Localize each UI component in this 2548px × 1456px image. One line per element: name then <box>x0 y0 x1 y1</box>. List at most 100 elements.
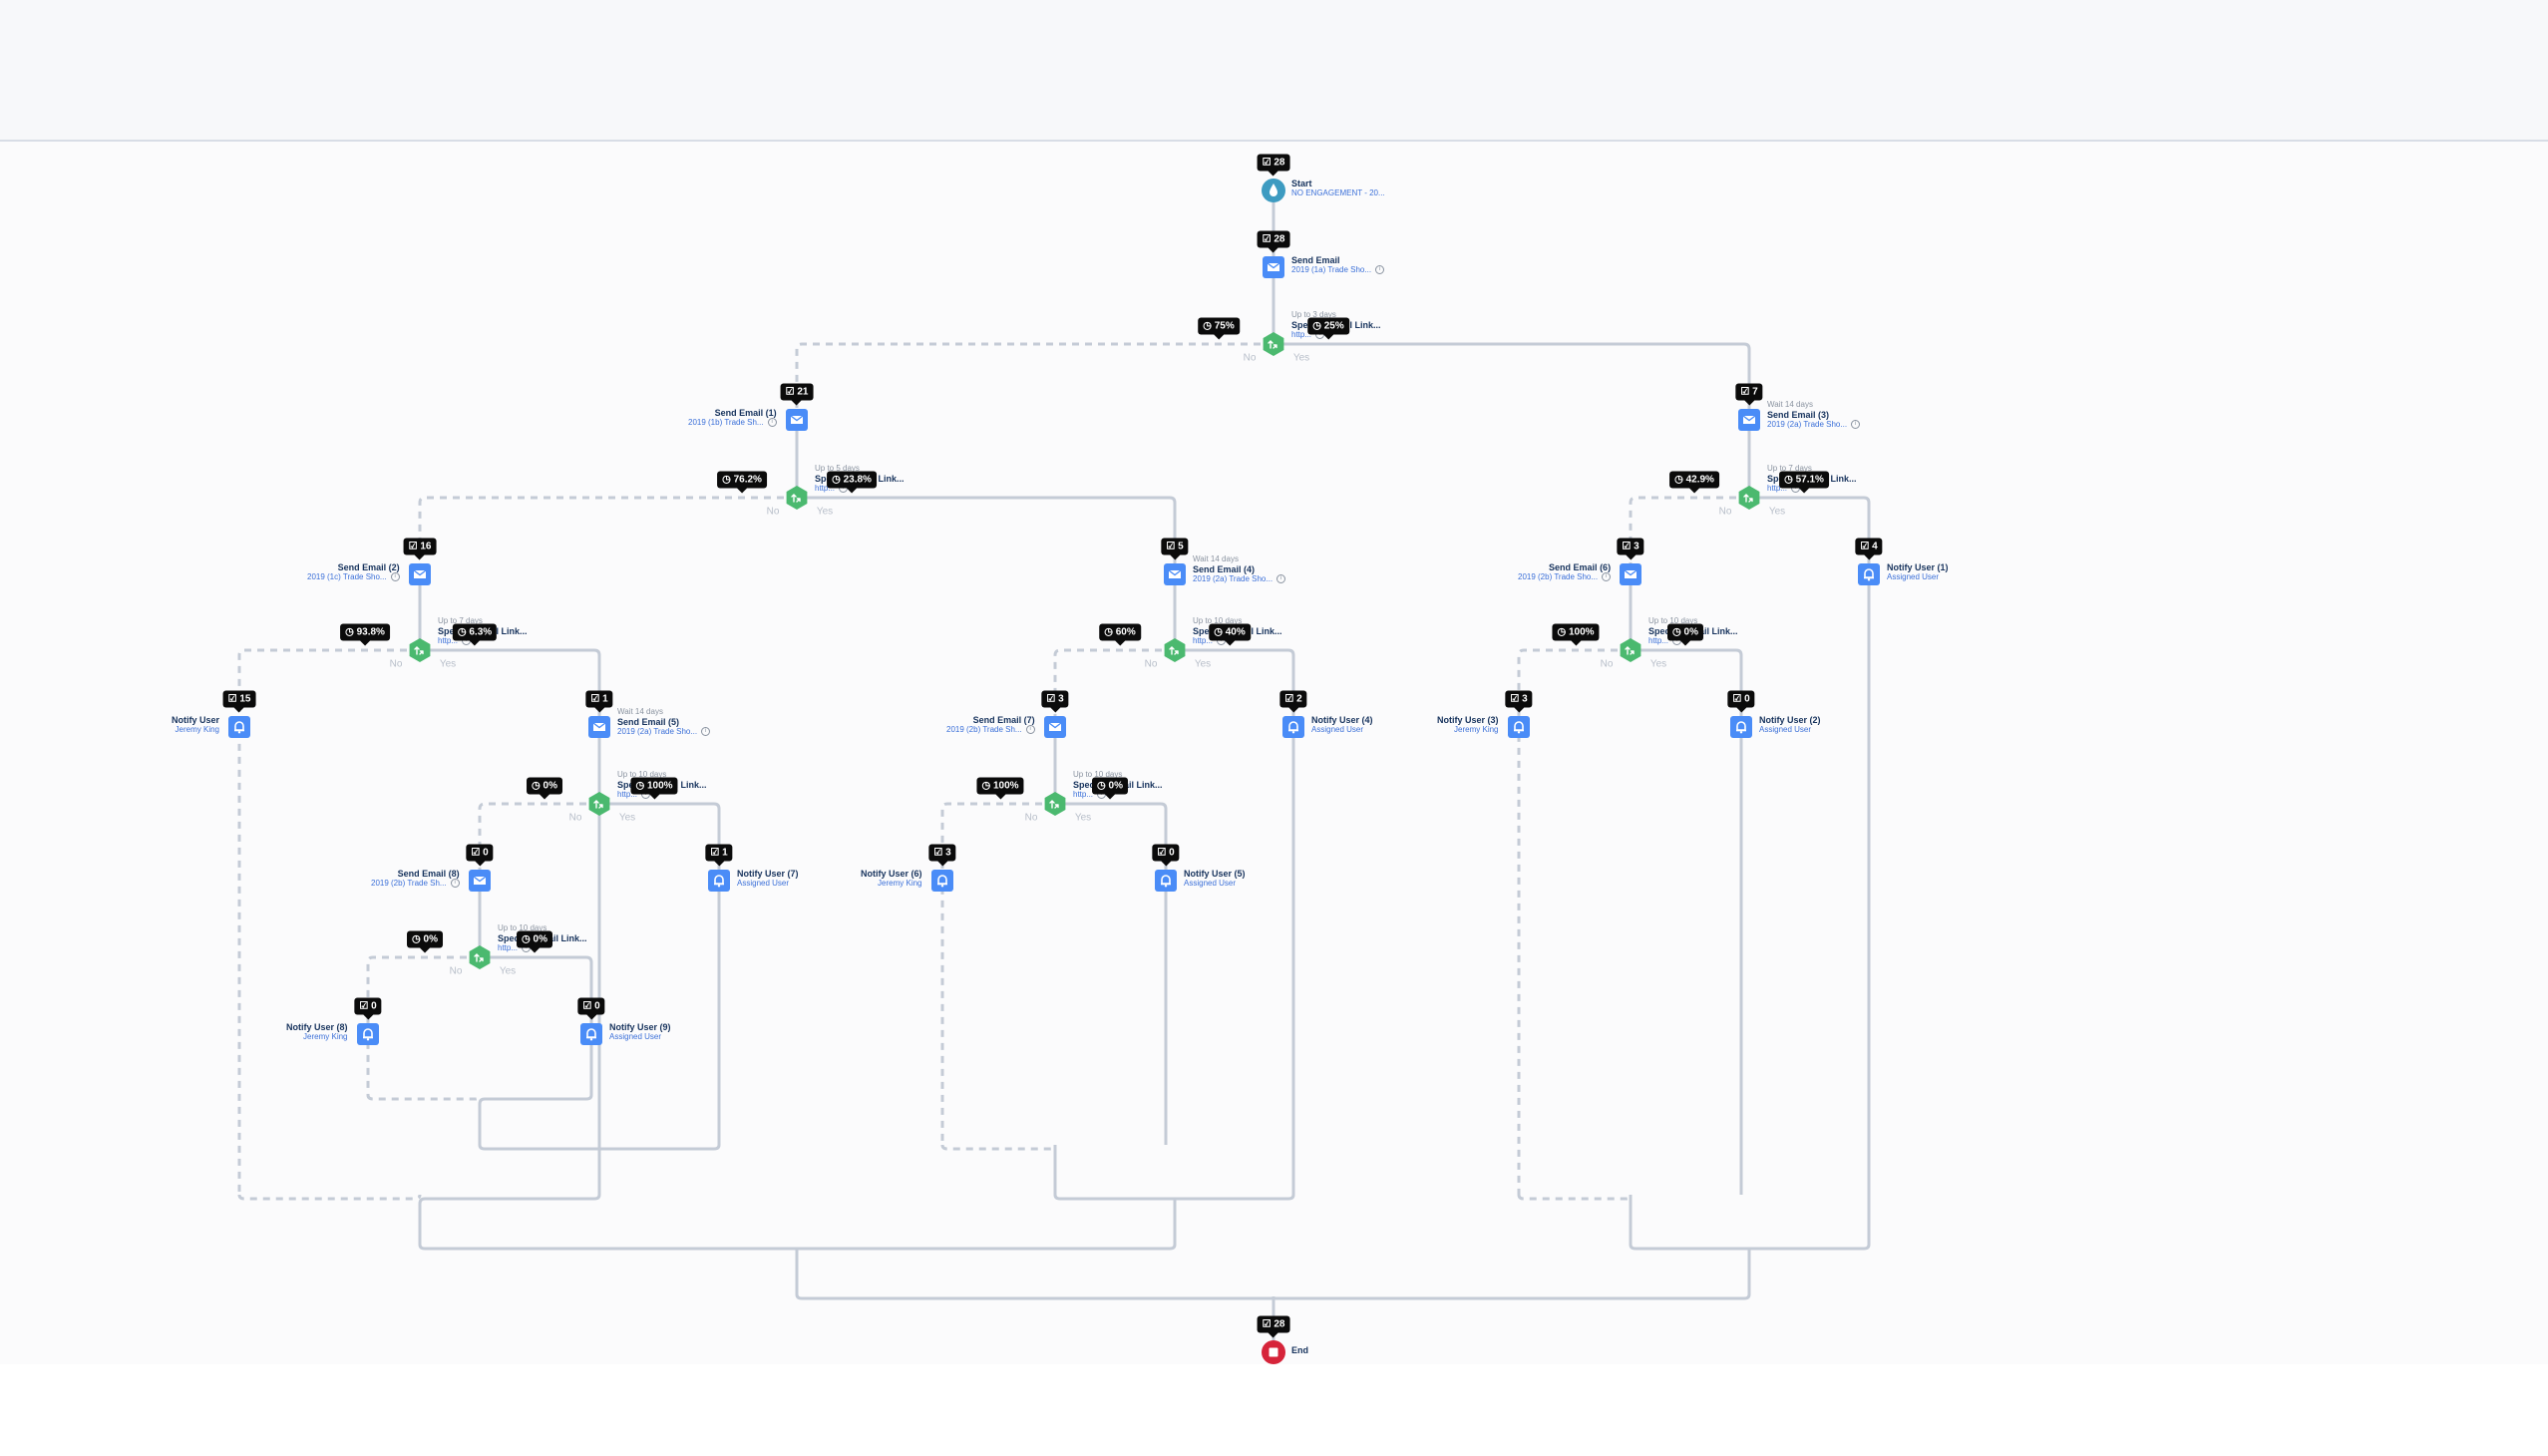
start-icon[interactable] <box>1261 178 1286 203</box>
info-icon[interactable]: i <box>1375 265 1385 275</box>
info-icon[interactable]: i <box>1851 420 1861 430</box>
email-icon[interactable] <box>407 561 433 587</box>
percent-badge[interactable]: ◷ 75% <box>1198 317 1240 340</box>
count-badge[interactable]: ☑ 28 <box>1257 230 1290 253</box>
percent-badge[interactable]: ◷ 100% <box>976 777 1024 800</box>
bell-icon[interactable] <box>1728 714 1754 740</box>
rule-split-icon[interactable] <box>586 791 612 817</box>
node-subtitle: 2019 (2b) Trade Sho...i <box>1518 572 1612 582</box>
badge-value: 23.8% <box>843 474 872 486</box>
rule-split-icon[interactable] <box>467 944 493 970</box>
people-count-icon: ☑ <box>1510 693 1523 705</box>
percent-badge[interactable]: ◷ 6.3% <box>452 623 498 646</box>
email-icon[interactable] <box>586 714 612 740</box>
badge-value: 3 <box>945 847 951 859</box>
percent-badge[interactable]: ◷ 100% <box>630 777 678 800</box>
wait-text: Wait 14 days <box>1767 400 1813 409</box>
no-label: No <box>766 506 780 518</box>
bell-icon[interactable] <box>578 1021 604 1047</box>
email-icon[interactable] <box>1042 714 1068 740</box>
clock-icon: ◷ <box>981 780 993 792</box>
count-badge[interactable]: ☑ 0 <box>1152 844 1180 867</box>
info-icon[interactable]: i <box>701 727 711 737</box>
info-icon[interactable]: i <box>1276 574 1286 584</box>
rule-split-icon[interactable] <box>1736 485 1762 511</box>
percent-badge[interactable]: ◷ 0% <box>407 930 443 953</box>
bell-icon[interactable] <box>1856 561 1882 587</box>
rule-split-icon[interactable] <box>1261 331 1286 357</box>
node-title: Notify User (6) <box>861 869 922 879</box>
badge-value: 3 <box>1634 541 1639 552</box>
badge-value: 1 <box>722 847 728 859</box>
count-badge[interactable]: ☑ 0 <box>1727 690 1755 713</box>
bell-icon[interactable] <box>355 1021 381 1047</box>
rule-split-icon[interactable] <box>1162 637 1188 663</box>
bell-icon[interactable] <box>226 714 252 740</box>
info-icon[interactable]: i <box>1602 572 1612 582</box>
percent-badge[interactable]: ◷ 93.8% <box>340 623 390 646</box>
bell-icon[interactable] <box>929 868 955 894</box>
count-badge[interactable]: ☑ 3 <box>1617 538 1644 560</box>
count-badge[interactable]: ☑ 0 <box>354 997 382 1020</box>
count-badge[interactable]: ☑ 3 <box>928 844 956 867</box>
count-badge[interactable]: ☑ 7 <box>1735 383 1763 406</box>
wait-text: Up to 7 days <box>1767 464 1812 473</box>
node-label: End <box>1291 1345 1308 1355</box>
percent-badge[interactable]: ◷ 0% <box>527 777 562 800</box>
count-badge[interactable]: ☑ 0 <box>577 997 605 1020</box>
badge-value: 60% <box>1115 626 1136 638</box>
info-icon[interactable]: i <box>450 879 460 889</box>
count-badge[interactable]: ☑ 3 <box>1041 690 1069 713</box>
percent-badge[interactable]: ◷ 0% <box>1092 777 1128 800</box>
email-icon[interactable] <box>784 407 810 433</box>
info-icon[interactable]: i <box>1025 725 1035 735</box>
percent-badge[interactable]: ◷ 23.8% <box>827 471 877 494</box>
count-badge[interactable]: ☑ 1 <box>585 690 613 713</box>
bell-icon[interactable] <box>1153 868 1179 894</box>
connector <box>1749 496 1871 1245</box>
percent-badge[interactable]: ◷ 42.9% <box>1669 471 1719 494</box>
header-band <box>0 0 2548 142</box>
count-badge[interactable]: ☑ 1 <box>705 844 733 867</box>
email-icon[interactable] <box>467 868 493 894</box>
count-badge[interactable]: ☑ 0 <box>466 844 494 867</box>
rule-split-icon[interactable] <box>1042 791 1068 817</box>
info-icon[interactable]: i <box>767 418 777 428</box>
count-badge[interactable]: ☑ 5 <box>1161 538 1189 560</box>
percent-badge[interactable]: ◷ 100% <box>1552 623 1600 646</box>
email-icon[interactable] <box>1618 561 1643 587</box>
email-icon[interactable] <box>1162 561 1188 587</box>
people-count-icon: ☑ <box>1284 693 1297 705</box>
percent-badge[interactable]: ◷ 25% <box>1307 317 1349 340</box>
percent-badge[interactable]: ◷ 60% <box>1099 623 1141 646</box>
count-badge[interactable]: ☑ 28 <box>1257 1315 1290 1338</box>
bell-icon[interactable] <box>1280 714 1306 740</box>
badge-value: 0 <box>371 1000 377 1012</box>
percent-badge[interactable]: ◷ 76.2% <box>717 471 767 494</box>
node-subtitle: 2019 (1c) Trade Sho...i <box>307 572 400 582</box>
count-badge[interactable]: ☑ 28 <box>1257 154 1290 177</box>
count-badge[interactable]: ☑ 4 <box>1855 538 1883 560</box>
count-badge[interactable]: ☑ 2 <box>1279 690 1307 713</box>
info-icon[interactable]: i <box>390 572 400 582</box>
bell-icon[interactable] <box>706 868 732 894</box>
rule-split-icon[interactable] <box>1618 637 1643 663</box>
end-icon[interactable] <box>1261 1339 1286 1365</box>
clock-icon: ◷ <box>1097 780 1109 792</box>
email-icon[interactable] <box>1261 254 1286 280</box>
bell-icon[interactable] <box>1506 714 1532 740</box>
people-count-icon: ☑ <box>359 1000 372 1012</box>
badge-value: 28 <box>1274 1318 1285 1330</box>
rule-split-icon[interactable] <box>784 485 810 511</box>
rule-split-icon[interactable] <box>407 637 433 663</box>
percent-badge[interactable]: ◷ 57.1% <box>1779 471 1829 494</box>
count-badge[interactable]: ☑ 15 <box>222 690 256 713</box>
percent-badge[interactable]: ◷ 0% <box>1667 623 1703 646</box>
node-subtitle: 2019 (1b) Trade Sh...i <box>688 418 777 428</box>
percent-badge[interactable]: ◷ 40% <box>1209 623 1251 646</box>
count-badge[interactable]: ☑ 21 <box>780 383 814 406</box>
count-badge[interactable]: ☑ 16 <box>403 538 437 560</box>
percent-badge[interactable]: ◷ 0% <box>517 930 552 953</box>
email-icon[interactable] <box>1736 407 1762 433</box>
count-badge[interactable]: ☑ 3 <box>1505 690 1533 713</box>
